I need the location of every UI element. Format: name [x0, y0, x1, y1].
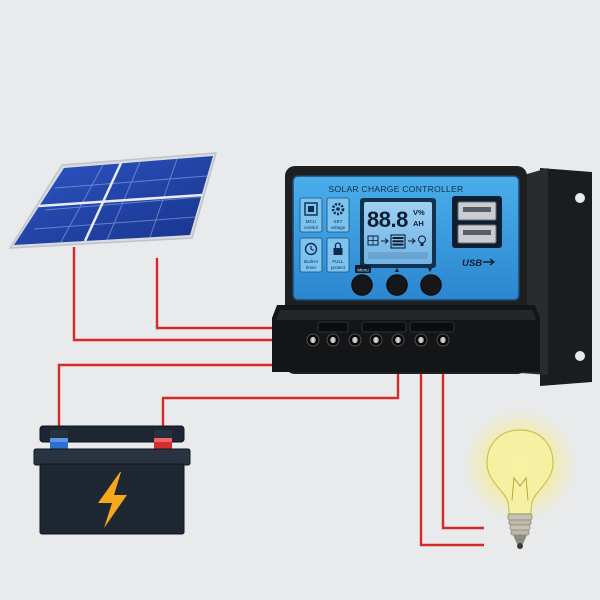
button-bar: Menu ▲ ▼ — [355, 265, 433, 274]
wire-panel-negative — [72, 247, 333, 342]
lightning-bolt-icon — [98, 472, 127, 528]
terminal-screws — [306, 333, 450, 347]
svg-text:timer: timer — [306, 265, 317, 270]
gear-icon — [331, 202, 345, 216]
svg-text:protect: protect — [331, 265, 346, 270]
charge-controller: SOLAR CHARGE CONTROLLER MCU control SET … — [272, 166, 592, 386]
svg-text:SET: SET — [334, 219, 343, 224]
up-key-label: ▲ — [394, 267, 401, 274]
mounting-hole — [575, 193, 585, 203]
battery-level-icon — [390, 234, 406, 249]
bulb-status-icon — [418, 235, 426, 246]
arrow-icon — [381, 238, 389, 244]
down-button[interactable] — [420, 274, 442, 296]
wiring — [57, 247, 484, 547]
lcd-unit-bottom: AH — [413, 219, 424, 228]
controller-title: SOLAR CHARGE CONTROLLER — [329, 184, 464, 194]
svg-text:MCU: MCU — [306, 219, 316, 224]
lcd-reading: 88.8 — [367, 207, 408, 232]
usb-icon — [483, 258, 496, 266]
mounting-hole — [575, 351, 585, 361]
wire-load-negative — [419, 340, 484, 547]
lock-icon — [333, 248, 343, 255]
svg-text:control: control — [304, 225, 318, 230]
light-bulb — [464, 409, 576, 549]
svg-text:Built-in: Built-in — [304, 259, 318, 264]
menu-key-label — [355, 265, 371, 273]
svg-text:voltage: voltage — [331, 225, 346, 230]
bulb-base — [507, 513, 533, 549]
battery — [33, 425, 191, 535]
terminal-block — [272, 305, 540, 372]
clock-icon — [304, 242, 318, 256]
up-button[interactable] — [386, 274, 408, 296]
usb-ports: USB — [452, 196, 502, 269]
wire-load-positive — [441, 340, 484, 530]
feature-mcu-control: MCU control — [299, 197, 323, 233]
wire-panel-positive — [155, 258, 313, 330]
chip-icon — [304, 202, 318, 216]
lcd-unit-top: V% — [413, 208, 425, 217]
svg-text:Menu: Menu — [357, 267, 369, 272]
feature-timer: Built-in timer — [299, 237, 323, 273]
down-key-label: ▼ — [427, 267, 434, 274]
feature-full-protect: FULL protect — [326, 237, 350, 273]
lcd-display: 88.8 V% AH — [360, 198, 436, 268]
arrow-icon — [408, 238, 416, 244]
solar-panel — [8, 152, 218, 249]
feature-set-voltage: SET voltage — [326, 197, 350, 233]
usb-label: USB — [462, 258, 482, 269]
menu-button[interactable] — [351, 274, 373, 296]
svg-text:FULL: FULL — [332, 259, 344, 264]
